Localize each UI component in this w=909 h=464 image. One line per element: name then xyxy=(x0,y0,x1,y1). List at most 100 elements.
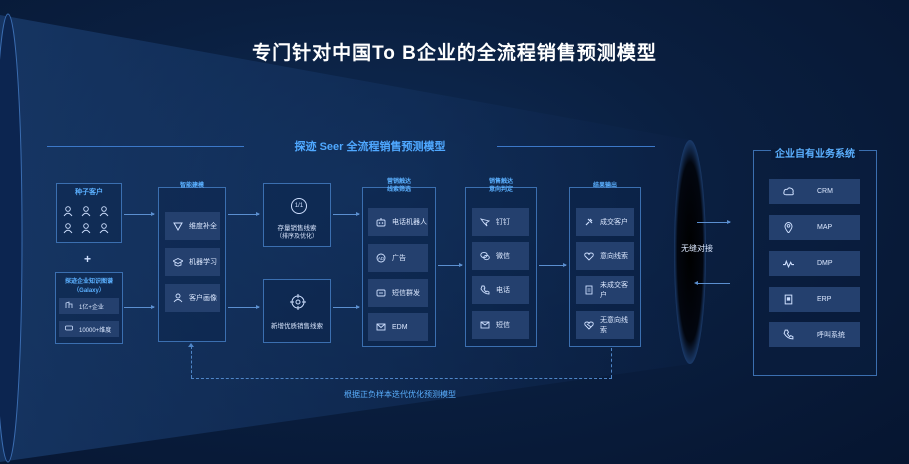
feedback-loop-right xyxy=(611,348,612,378)
arrow-existing-to-marketing xyxy=(333,212,360,216)
deal-icon xyxy=(584,217,594,227)
marketing-item: AD 广告 xyxy=(368,244,428,272)
system-item-label: ERP xyxy=(817,296,832,303)
sales-item: 微信 xyxy=(472,242,529,270)
call-icon xyxy=(769,329,805,340)
system-item-label: DMP xyxy=(817,260,833,267)
result-item-label: 未成交客户 xyxy=(600,282,628,299)
seed-customers-title: 种子客户 xyxy=(75,189,103,196)
feedback-arrowhead xyxy=(188,343,194,347)
sales-item-label: 电话 xyxy=(496,287,510,294)
new-leads-label: 新增优质销售线索 xyxy=(271,323,323,330)
sales-item: 短信 xyxy=(472,311,529,339)
ad-icon: AD xyxy=(376,253,386,263)
person-icon xyxy=(62,204,74,217)
kg-item-label: 1亿+企业 xyxy=(79,304,104,311)
robot-icon xyxy=(376,217,386,227)
user-portrait-icon xyxy=(173,293,183,303)
marketing-item: 短信群发 xyxy=(368,279,428,307)
document-icon xyxy=(584,285,594,295)
message-icon xyxy=(480,320,490,330)
system-item: MAP xyxy=(769,215,860,240)
feedback-loop-bottom xyxy=(191,378,612,379)
seer-model-title: 探迹 Seer 全流程销售预测模型 xyxy=(294,141,446,153)
arrow-new-to-marketing xyxy=(333,305,360,309)
seer-title-line-right xyxy=(497,146,655,147)
page-title: 专门针对中国To B企业的全流程销售预测模型 xyxy=(252,43,657,64)
system-item: DMP xyxy=(769,251,860,276)
sales-item-label: 微信 xyxy=(496,253,510,260)
marketing-item: 电话机器人 xyxy=(368,208,428,236)
person-icon xyxy=(80,221,92,234)
pulse-icon xyxy=(769,258,805,269)
arrow-to-business-systems xyxy=(697,220,731,224)
result-item-label: 成交客户 xyxy=(600,219,628,226)
sales-contact-header-line2: 意向判定 xyxy=(488,187,513,193)
dimension-icon xyxy=(65,324,73,334)
marketing-item-label: 广告 xyxy=(392,255,406,262)
marketing-item-label: 电话机器人 xyxy=(392,219,427,226)
person-icon xyxy=(98,204,110,217)
system-item: 呼叫系统 xyxy=(769,322,860,347)
modeling-item-label: 机器学习 xyxy=(189,259,217,266)
sales-contact-header: 销售触达 意向判定 xyxy=(465,178,537,194)
sales-item-label: 钉钉 xyxy=(496,219,510,226)
person-icon xyxy=(80,204,92,217)
arrow-from-business-systems-head xyxy=(694,281,698,285)
result-item: 未成交客户 xyxy=(576,276,634,304)
marketing-reach-header-line1: 营销触达 xyxy=(386,179,411,185)
arrow-kg-to-modeling xyxy=(124,305,155,309)
marketing-item-label: EDM xyxy=(392,323,408,331)
business-systems-title-text: 企业自有业务系统 xyxy=(771,149,859,160)
new-leads-panel: 新增优质销售线索 xyxy=(263,279,331,343)
sales-contact-header-line1: 销售触达 xyxy=(488,179,513,185)
result-item-label: 无意向线索 xyxy=(600,317,628,334)
business-systems-title: 企业自有业务系统 xyxy=(753,145,877,160)
graduation-cap-icon xyxy=(173,257,183,267)
system-item-label: 呼叫系统 xyxy=(817,331,845,339)
feedback-loop-left xyxy=(191,346,192,378)
kg-item-enterprises: 1亿+企业 xyxy=(59,298,119,314)
cloud-icon xyxy=(769,186,805,197)
phone-icon xyxy=(480,285,490,295)
result-item-label: 意向线索 xyxy=(600,253,628,260)
system-item-label: MAP xyxy=(817,224,833,231)
system-item: ERP xyxy=(769,287,860,312)
seer-title-line-left xyxy=(47,146,244,147)
dingtalk-icon xyxy=(480,217,490,227)
sort-icon: 1/1 xyxy=(291,198,307,214)
marketing-reach-header-line2: 线索筛选 xyxy=(386,187,411,193)
email-icon xyxy=(376,322,386,332)
plus-sign: + xyxy=(84,252,92,266)
target-icon xyxy=(290,294,306,310)
arrow-modeling-to-new xyxy=(228,305,260,309)
person-icon xyxy=(62,221,74,234)
existing-leads-sublabel: （排序及优化） xyxy=(275,234,318,240)
arrow-marketing-to-sales xyxy=(438,263,463,267)
modeling-item: 客户画像 xyxy=(165,284,220,312)
arrow-modeling-to-existing xyxy=(228,212,260,216)
existing-leads-panel: 1/1 存量销售线索 （排序及优化） xyxy=(263,183,331,247)
intelligent-modeling-header: 智能建模 xyxy=(179,183,204,189)
erp-icon xyxy=(769,294,805,305)
marketing-item: EDM xyxy=(368,313,428,341)
result-output-header: 结果输出 xyxy=(592,183,617,189)
system-item: CRM xyxy=(769,179,860,204)
arrow-sales-to-result xyxy=(539,263,567,267)
no-intent-icon xyxy=(584,320,594,330)
existing-leads-label: 存量销售线索 xyxy=(277,225,317,232)
arrow-seed-to-modeling xyxy=(124,212,155,216)
sales-item-label: 短信 xyxy=(496,322,510,329)
modeling-item: 维度补全 xyxy=(165,212,220,240)
sms-bulk-icon xyxy=(376,288,386,298)
system-item-label: CRM xyxy=(817,188,833,195)
wechat-icon xyxy=(480,251,490,261)
person-icon xyxy=(98,221,110,234)
marketing-item-label: 短信群发 xyxy=(392,290,420,297)
kg-item-dimensions: 10000+维度 xyxy=(59,321,119,337)
sales-item: 钉钉 xyxy=(472,208,529,236)
result-item: 成交客户 xyxy=(576,208,634,236)
modeling-item-label: 维度补全 xyxy=(189,223,217,230)
marketing-reach-header: 营销触达 线索筛选 xyxy=(362,178,436,194)
